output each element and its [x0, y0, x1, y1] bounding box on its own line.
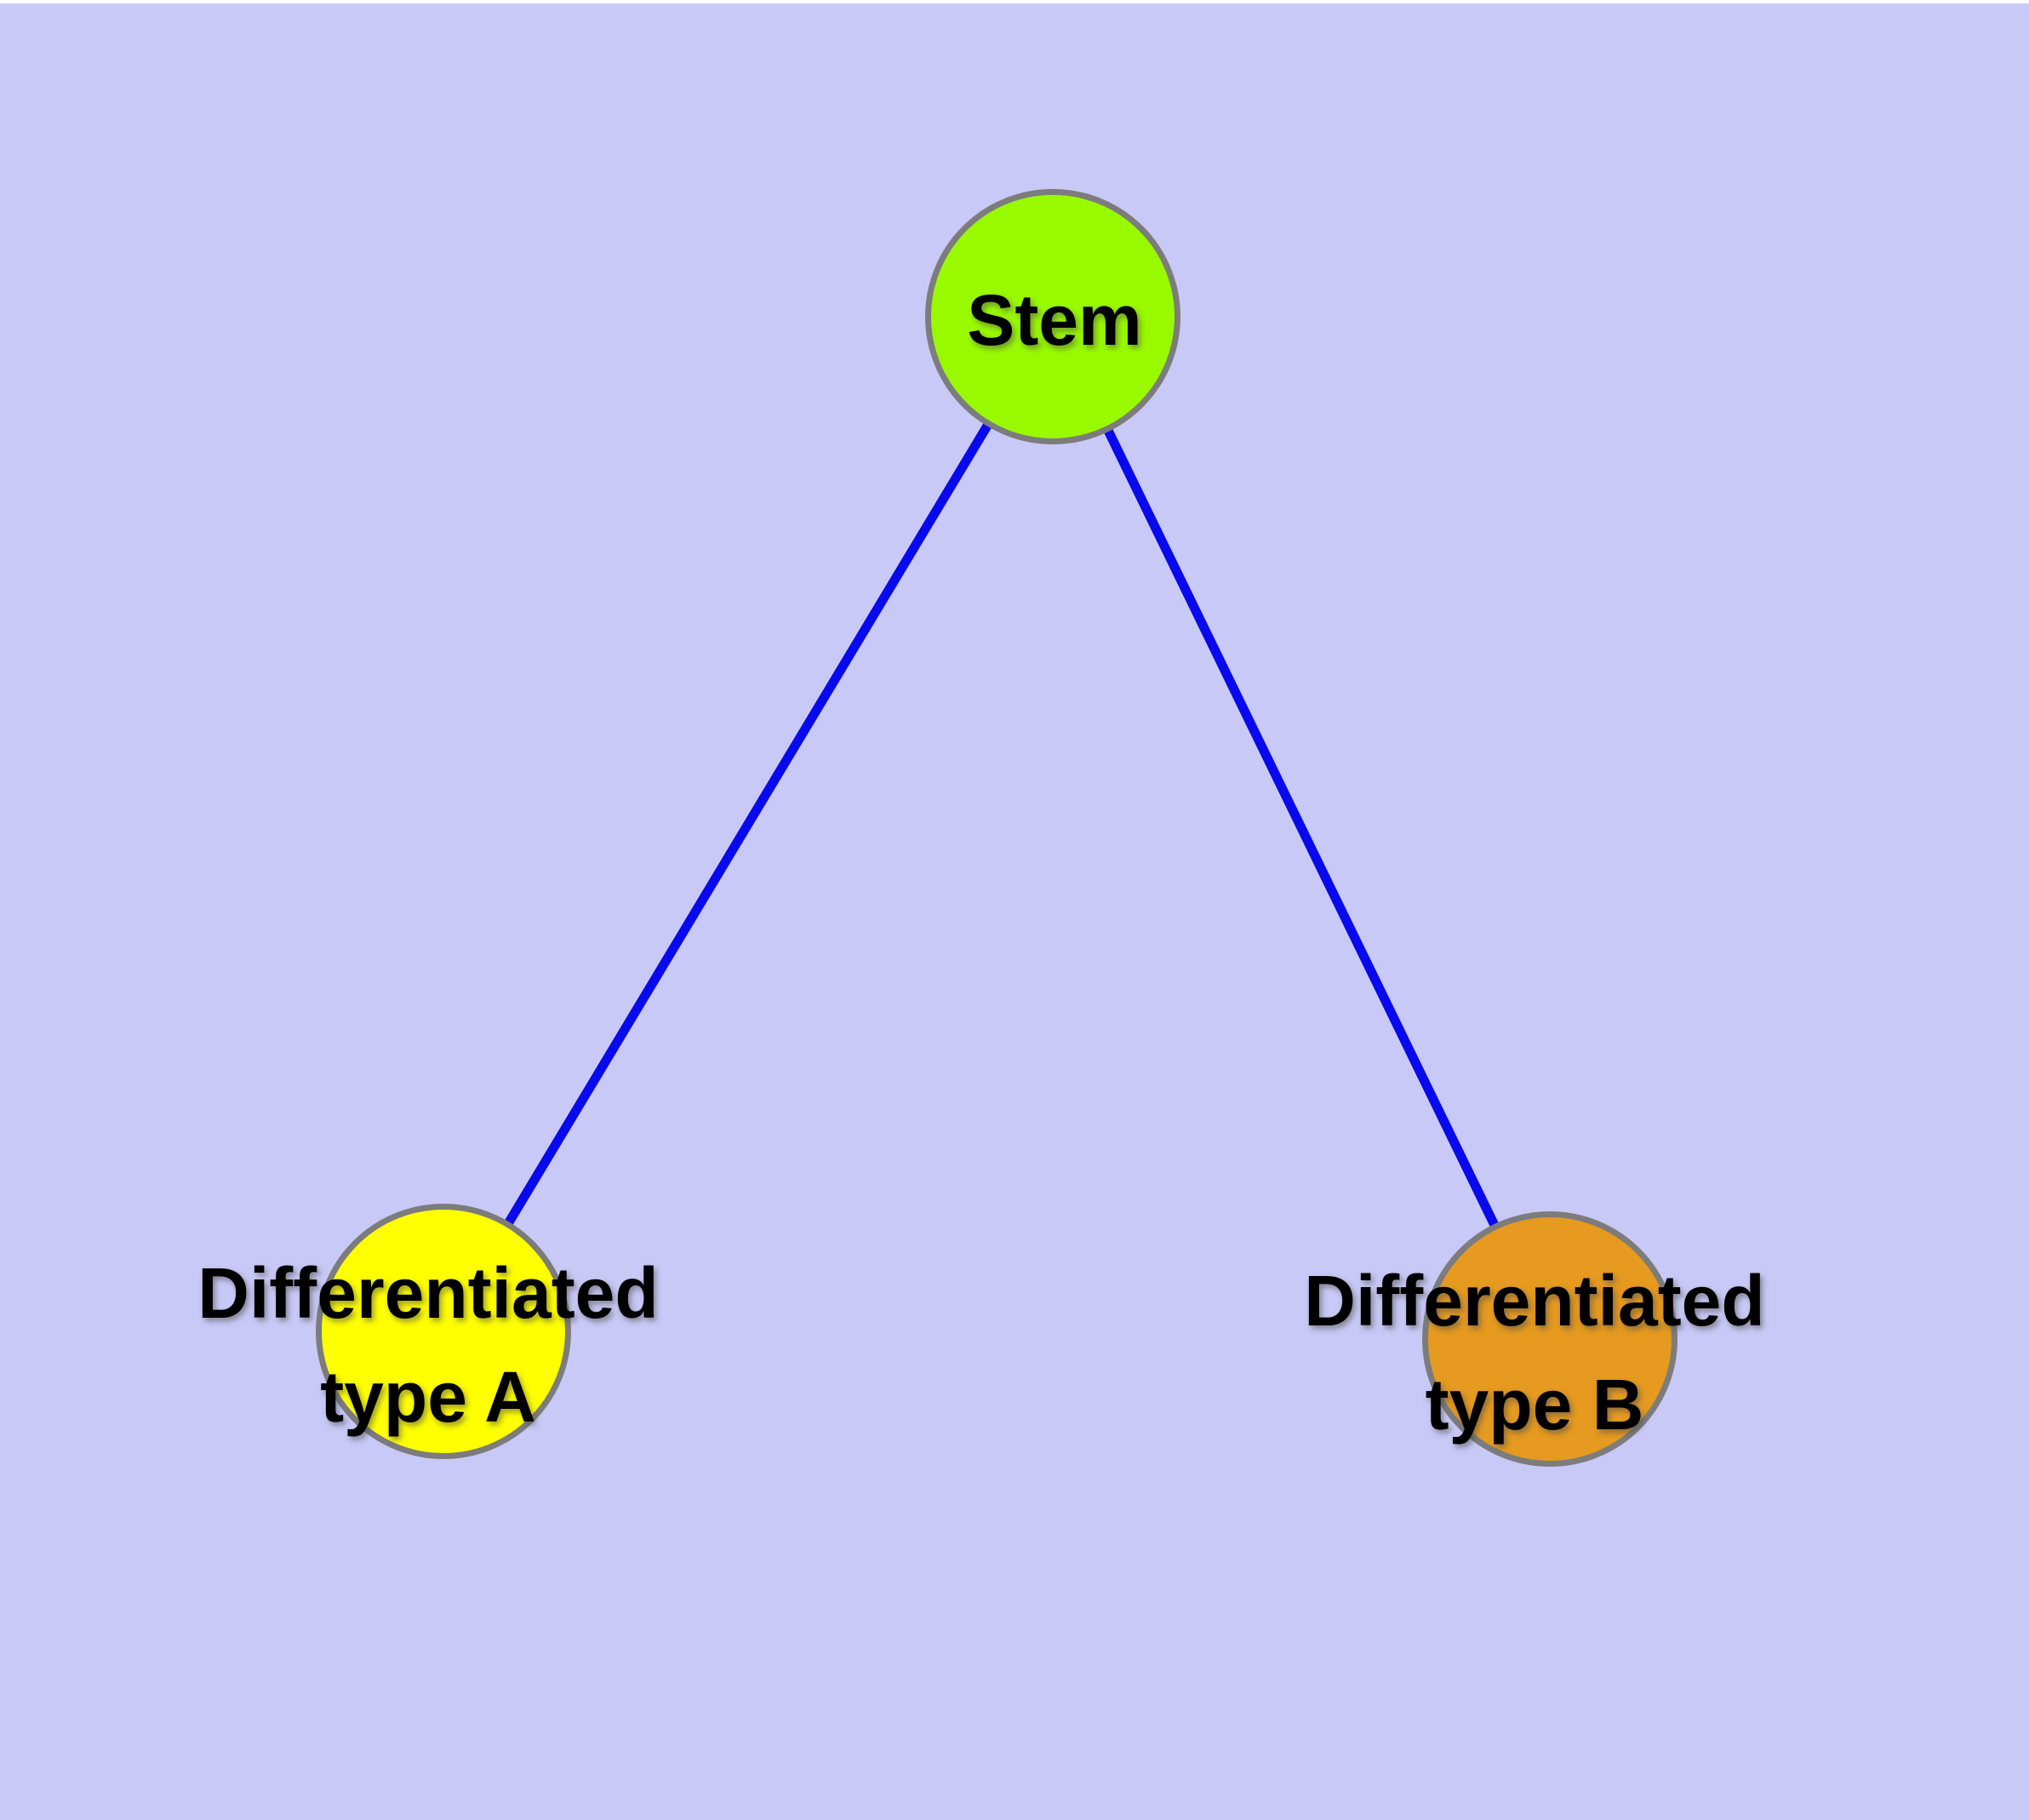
label-differentiated-type-b: Differentiated type B — [1304, 1249, 1764, 1457]
node-differentiated-type-a[interactable] — [316, 1204, 571, 1459]
label-type-b-line2: type B — [1425, 1365, 1644, 1445]
label-differentiated-type-a: Differentiated type A — [197, 1241, 658, 1449]
label-stem-text: Stem — [967, 280, 1142, 360]
node-differentiated-type-b[interactable] — [1422, 1211, 1677, 1467]
label-stem: Stem — [967, 268, 1141, 372]
label-type-a-line2: type A — [320, 1357, 536, 1437]
edge-stem-to-type-b[interactable] — [1048, 312, 1555, 1344]
label-type-b-line1: Differentiated — [1304, 1261, 1765, 1341]
label-type-a-line1: Differentiated — [197, 1253, 659, 1333]
top-edge-highlight — [0, 0, 2029, 3]
edge-stem-to-type-a[interactable] — [438, 312, 1058, 1336]
node-stem[interactable] — [925, 189, 1180, 444]
